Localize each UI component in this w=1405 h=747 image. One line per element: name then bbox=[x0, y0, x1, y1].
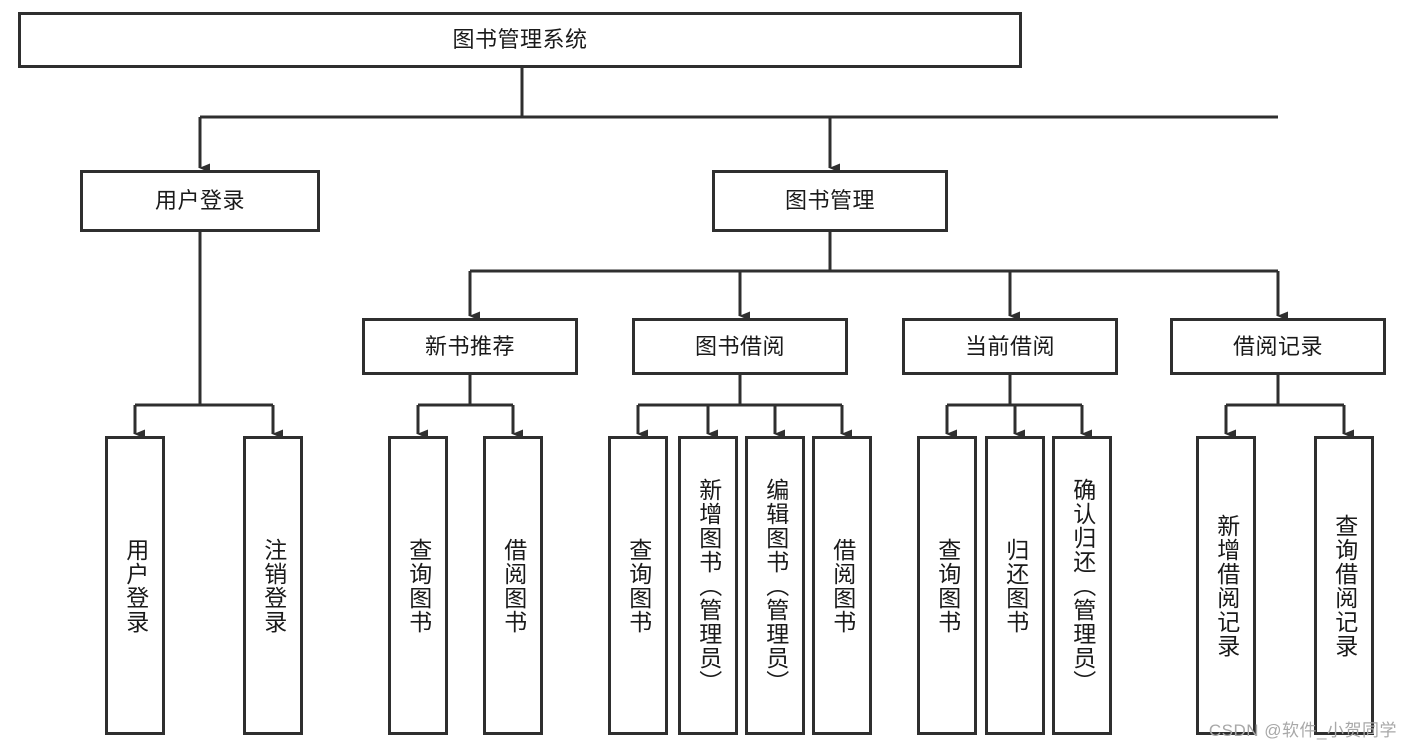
node-current-borrow-label: 当前借阅 bbox=[964, 333, 1055, 359]
node-leaf-query-record[interactable]: 查询借阅记录 bbox=[1314, 436, 1374, 735]
node-leaf-add-book[interactable]: 新增图书（管理员） bbox=[678, 436, 738, 735]
node-leaf-return-book-label: 归还图书 bbox=[1002, 537, 1029, 634]
node-book-borrow-label: 图书借阅 bbox=[694, 333, 785, 359]
node-leaf-add-book-label: 新增图书（管理员） bbox=[695, 477, 722, 694]
node-leaf-borrow-book-1-label: 借阅图书 bbox=[500, 537, 527, 634]
node-leaf-confirm-return-label: 确认归还（管理员） bbox=[1069, 477, 1096, 694]
node-leaf-add-record-label: 新增借阅记录 bbox=[1213, 513, 1240, 658]
node-book-manage-label: 图书管理 bbox=[784, 188, 875, 214]
node-leaf-add-record[interactable]: 新增借阅记录 bbox=[1196, 436, 1256, 735]
node-root[interactable]: 图书管理系统 bbox=[18, 12, 1022, 68]
node-leaf-query-book-1[interactable]: 查询图书 bbox=[388, 436, 448, 735]
watermark: CSDN @软件_小贺同学 bbox=[1208, 721, 1397, 740]
node-leaf-query-record-label: 查询借阅记录 bbox=[1331, 513, 1358, 658]
node-borrow-record[interactable]: 借阅记录 bbox=[1170, 318, 1386, 375]
node-book-borrow[interactable]: 图书借阅 bbox=[632, 318, 848, 375]
node-leaf-edit-book[interactable]: 编辑图书（管理员） bbox=[745, 436, 805, 735]
node-leaf-logout-label: 注销登录 bbox=[260, 537, 287, 634]
node-user-login[interactable]: 用户登录 bbox=[80, 170, 320, 232]
node-leaf-query-book-3-label: 查询图书 bbox=[934, 537, 961, 634]
node-borrow-record-label: 借阅记录 bbox=[1232, 333, 1323, 359]
node-leaf-user-login-label: 用户登录 bbox=[122, 537, 149, 634]
node-new-book-recommend-label: 新书推荐 bbox=[424, 333, 515, 359]
node-leaf-query-book-1-label: 查询图书 bbox=[405, 537, 432, 634]
node-current-borrow[interactable]: 当前借阅 bbox=[902, 318, 1118, 375]
node-leaf-borrow-book-2[interactable]: 借阅图书 bbox=[812, 436, 872, 735]
node-leaf-borrow-book-2-label: 借阅图书 bbox=[829, 537, 856, 634]
node-leaf-query-book-2-label: 查询图书 bbox=[625, 537, 652, 634]
node-user-login-label: 用户登录 bbox=[154, 188, 245, 214]
node-root-label: 图书管理系统 bbox=[452, 27, 588, 53]
node-book-manage[interactable]: 图书管理 bbox=[712, 170, 948, 232]
node-leaf-logout[interactable]: 注销登录 bbox=[243, 436, 303, 735]
node-leaf-confirm-return[interactable]: 确认归还（管理员） bbox=[1052, 436, 1112, 735]
node-new-book-recommend[interactable]: 新书推荐 bbox=[362, 318, 578, 375]
node-leaf-return-book[interactable]: 归还图书 bbox=[985, 436, 1045, 735]
node-leaf-query-book-2[interactable]: 查询图书 bbox=[608, 436, 668, 735]
node-leaf-edit-book-label: 编辑图书（管理员） bbox=[762, 477, 789, 694]
node-leaf-user-login[interactable]: 用户登录 bbox=[105, 436, 165, 735]
node-leaf-borrow-book-1[interactable]: 借阅图书 bbox=[483, 436, 543, 735]
node-leaf-query-book-3[interactable]: 查询图书 bbox=[917, 436, 977, 735]
